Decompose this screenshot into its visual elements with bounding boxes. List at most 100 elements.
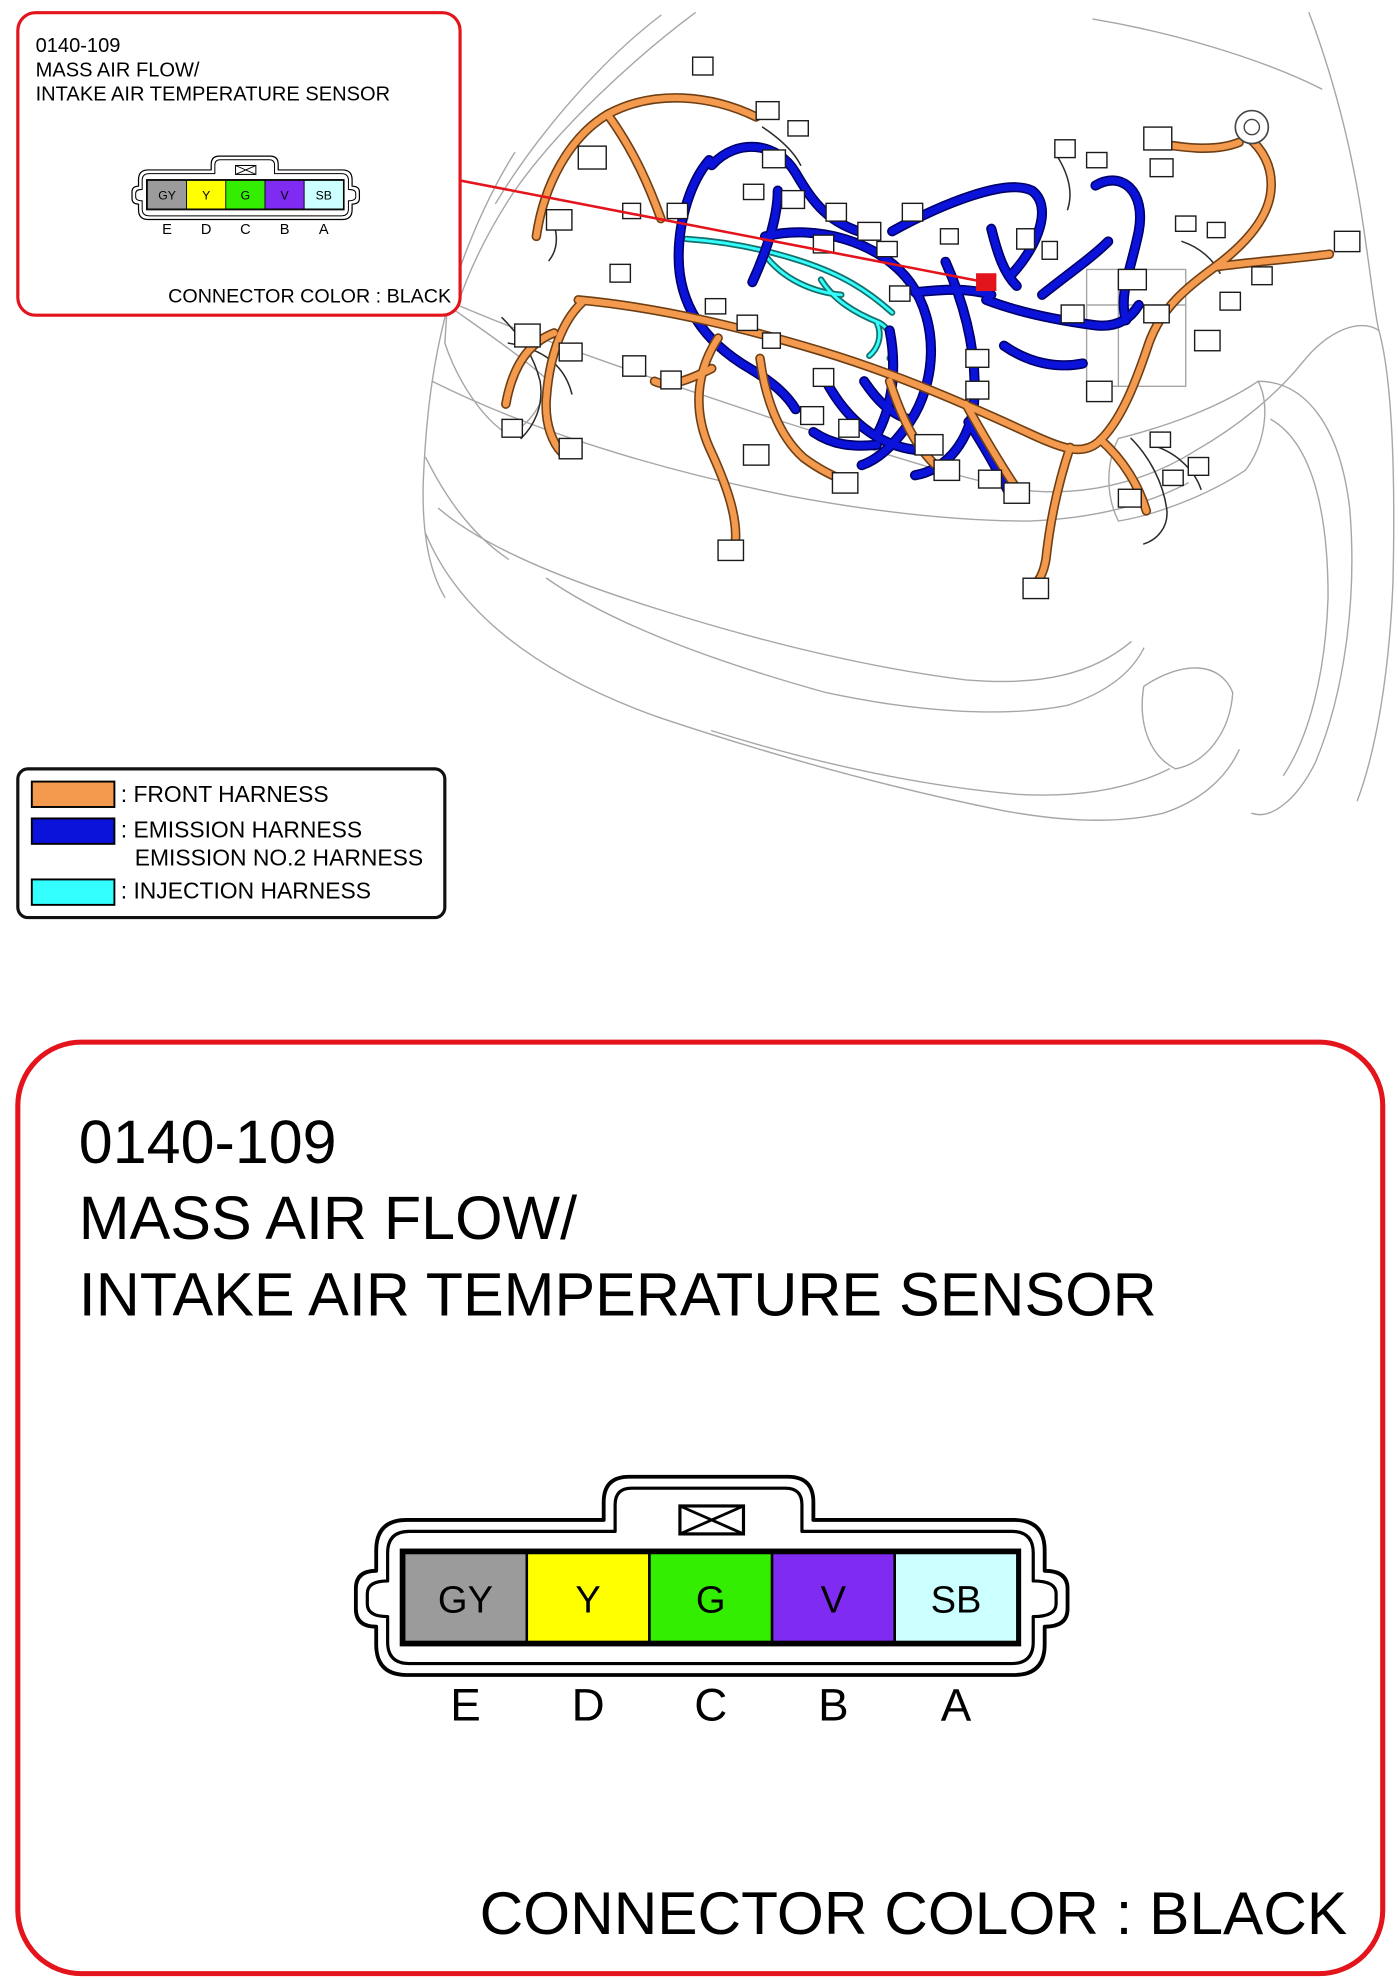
terminal-letter: D (201, 222, 212, 238)
left-headlight-outline (444, 304, 550, 436)
harness-connector (1003, 482, 1031, 504)
terminal-letter: B (818, 1680, 849, 1731)
harness-connector (780, 189, 806, 210)
harness-connector (622, 202, 642, 220)
harness-connector (1219, 291, 1242, 311)
harness-connector (1206, 221, 1226, 239)
auxiliary-wire (761, 126, 802, 166)
terminal-letter: C (694, 1680, 727, 1731)
auxiliary-wires (501, 126, 1221, 545)
pin-wire-color-label: G (696, 1579, 726, 1622)
harness-connector (1060, 304, 1085, 324)
callout-leader-line (459, 179, 979, 283)
harness-connector (876, 240, 898, 258)
harness-connector (825, 202, 848, 222)
harness-connector (1016, 228, 1036, 250)
harness-connector (742, 444, 770, 466)
harness-connector (1041, 240, 1059, 260)
harness-connector (761, 332, 782, 349)
bumper-lower-edge (425, 533, 1240, 821)
harness-connector (812, 234, 835, 254)
vehicle-outline-line (456, 12, 696, 306)
vehicle-outline (422, 12, 1395, 821)
vehicle-outline-line (425, 456, 510, 560)
terminal-letter: B (280, 222, 290, 238)
vehicle-outline-line (494, 14, 662, 205)
pin-frame (399, 1548, 1022, 1647)
wheel-arch-inner (1270, 418, 1329, 776)
harness-connector (736, 314, 759, 332)
right-headlight-outline (1108, 380, 1266, 522)
pin-frame (146, 179, 345, 211)
pin-a (303, 180, 344, 210)
harness-connector (742, 183, 765, 201)
fog-light-outline (1141, 667, 1234, 770)
legend-label-front-harness: : FRONT HARNESS (121, 781, 329, 807)
grille-outline (545, 577, 1145, 713)
vehicle-outline-line (1308, 12, 1380, 332)
windshield-base-line (1092, 18, 1323, 90)
connector-location-marker (976, 273, 997, 292)
connector-callout-large: 0140-109 MASS AIR FLOW/ INTAKE AIR TEMPE… (15, 1039, 1386, 1977)
harness-connector (1143, 304, 1170, 324)
connector-color-label: CONNECTOR COLOR : BLACK (168, 285, 451, 307)
harness-connector (666, 202, 689, 220)
connector-callout-small: 0140-109 MASS AIR FLOW/ INTAKE AIR TEMPE… (16, 11, 462, 317)
terminal-letter: D (572, 1680, 605, 1731)
harness-connector (787, 120, 809, 137)
pin-wire-color-label: SB (316, 189, 332, 203)
grommet-inner (1243, 118, 1261, 136)
terminal-letter: E (162, 222, 172, 238)
harness-connector (1022, 577, 1050, 600)
pin-wire-color-label: Y (202, 189, 210, 203)
harness-legend: : FRONT HARNESS : EMISSION HARNESS EMISS… (16, 767, 447, 920)
pin-wire-color-label: G (241, 189, 250, 203)
harness-connector (838, 418, 860, 438)
connector-name-line-2: INTAKE AIR TEMPERATURE SENSOR (79, 1260, 1157, 1328)
harness-connector (691, 56, 714, 76)
harness-connector (1085, 151, 1108, 169)
pin-wire-color-label: SB (931, 1579, 982, 1622)
pin-wire-color-label: Y (575, 1579, 600, 1622)
harness-connector (1333, 230, 1361, 253)
harness-connector (622, 355, 647, 377)
pin-d (186, 180, 227, 210)
harness-connector (558, 342, 583, 362)
harness-connectors (501, 56, 1361, 600)
vehicle-outline-line (422, 151, 516, 599)
harness-connector (1054, 139, 1076, 159)
front-harness-swatch (30, 780, 116, 808)
harness-connector (717, 539, 745, 562)
harness-connector (857, 221, 882, 241)
harness-connector (1149, 158, 1174, 178)
harness-connector (1117, 488, 1142, 508)
harness-connector (609, 263, 632, 283)
terminal-letter: E (450, 1680, 481, 1731)
pin-b (264, 180, 305, 210)
harness-connector (1085, 380, 1113, 403)
pin-wire-color-label: V (281, 189, 290, 203)
harness-connector (799, 405, 825, 426)
terminal-letter: C (240, 222, 251, 238)
harness-connector (660, 370, 682, 390)
air-dam-line (711, 730, 1170, 796)
harness-connector (901, 202, 924, 222)
pin-wire-color-label: V (821, 1579, 847, 1622)
connector-name-line-1: MASS AIR FLOW/ (79, 1184, 577, 1252)
harness-connector (761, 149, 787, 169)
harness-connector (1174, 215, 1197, 232)
harness-connector (501, 418, 524, 438)
harness-connector (1143, 126, 1173, 151)
connector-code: 0140-109 (79, 1108, 337, 1176)
harness-connector (545, 208, 573, 231)
right-fender-outline (1301, 324, 1395, 802)
harness-connector (812, 367, 835, 388)
grommet (1234, 109, 1270, 145)
harness-connector (888, 285, 911, 302)
pin-wire-color-label: GY (438, 1579, 493, 1622)
connector-color-label: CONNECTOR COLOR : BLACK (480, 1879, 1348, 1947)
